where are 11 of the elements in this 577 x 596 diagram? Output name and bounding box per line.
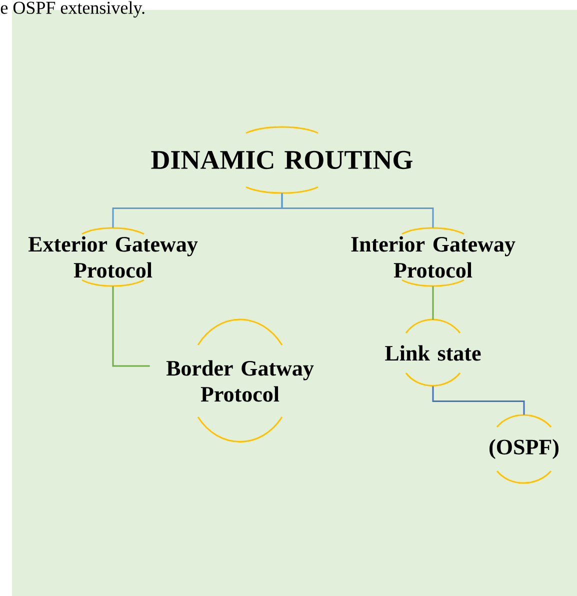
bracketed-label: (OSPF) (490, 414, 558, 484)
note-text: e OSPF extensively. (0, 1, 144, 18)
bracketed-label: Interior Gateway Protocol (351, 227, 516, 287)
bracketed-label: DINAMIC ROUTING (151, 126, 412, 194)
connector-line (432, 286, 434, 320)
connector-line (432, 386, 525, 415)
bracketed-label: Link state (385, 318, 481, 386)
bracketed-label: Exterior Gateway Protocol (28, 227, 198, 287)
bracketed-label: Border Gatway Protocol (166, 318, 314, 442)
connector-line (112, 286, 150, 367)
connector-line (281, 193, 434, 228)
